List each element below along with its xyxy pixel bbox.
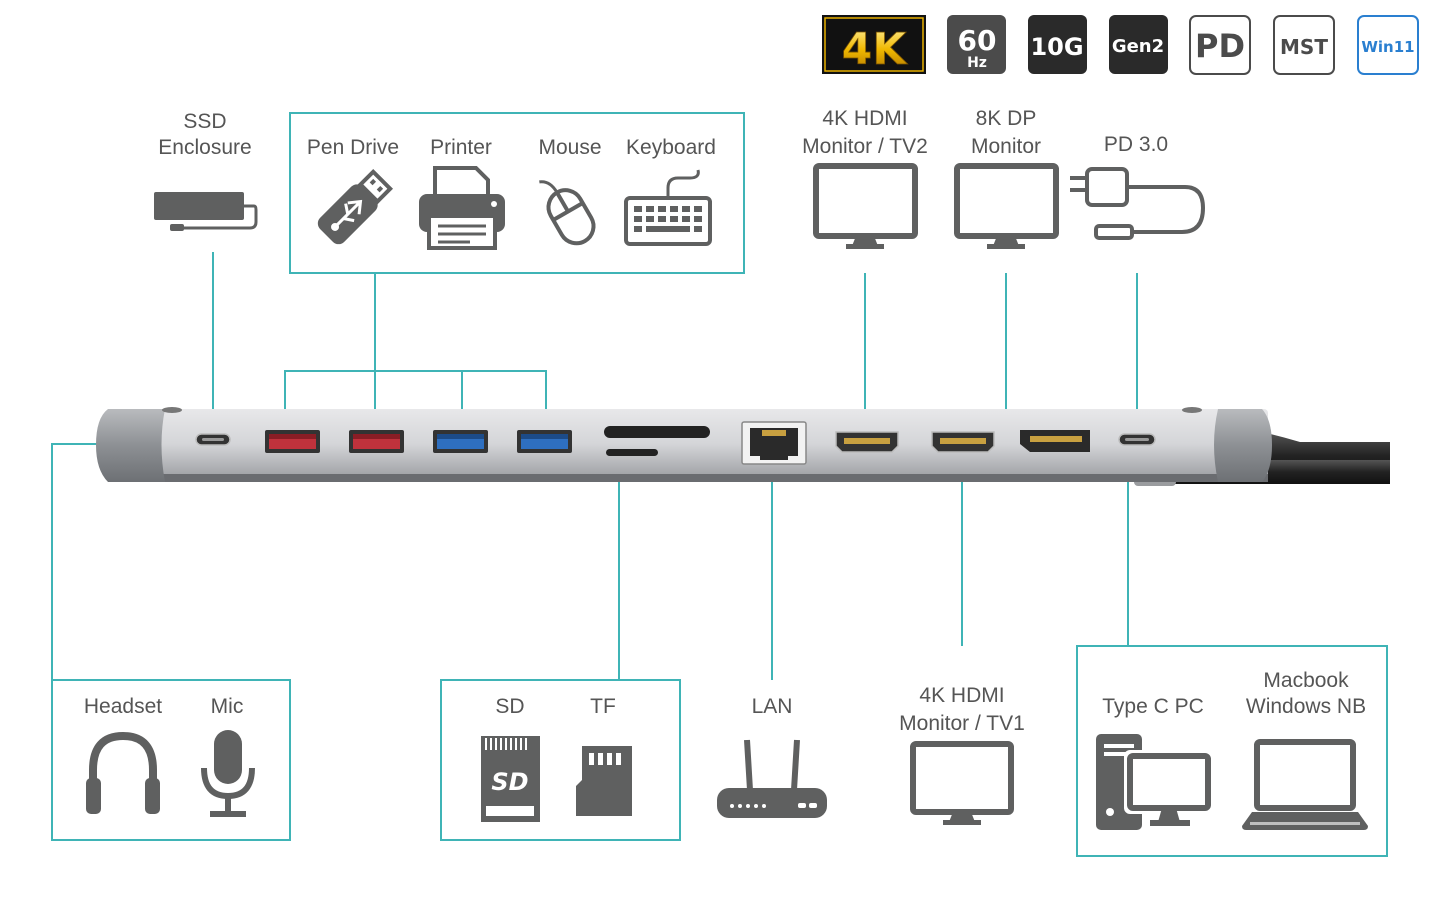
label-lan: LAN bbox=[752, 695, 793, 718]
badge-pd-text: PD bbox=[1195, 27, 1245, 65]
ssd-enclosure-icon bbox=[154, 192, 258, 231]
port-hdmi-tv2 bbox=[835, 431, 899, 453]
line-audio bbox=[51, 443, 98, 680]
monitor-tv2-icon bbox=[813, 163, 918, 249]
card-reader-group-box bbox=[440, 679, 681, 841]
port-usb2-a-2 bbox=[349, 430, 404, 453]
port-usb3-a-1 bbox=[433, 430, 488, 453]
badge-10g: 10G bbox=[1028, 15, 1087, 74]
label-keyboard: Keyboard bbox=[626, 136, 716, 159]
mouse-icon bbox=[539, 180, 596, 246]
label-pen-drive: Pen Drive bbox=[307, 136, 399, 159]
sd-card-icon: SD bbox=[481, 736, 540, 822]
label-hdmi-tv1-line1: 4K HDMI bbox=[919, 684, 1004, 707]
monitor-dp-icon bbox=[954, 163, 1059, 249]
label-hdmi-tv1-line2: Monitor / TV1 bbox=[899, 712, 1025, 735]
badge-gen2: Gen2 bbox=[1109, 15, 1168, 74]
port-displayport bbox=[1020, 430, 1090, 452]
port-card-reader bbox=[604, 426, 710, 456]
audio-group-box bbox=[51, 679, 291, 841]
badge-10g-text: 10G bbox=[1030, 33, 1083, 61]
label-tf: TF bbox=[590, 695, 616, 718]
port-hdmi-tv1 bbox=[931, 431, 995, 453]
badge-60hz-text: 60 bbox=[958, 24, 997, 57]
peripherals-group-box bbox=[289, 112, 745, 274]
label-dp-line2: Monitor bbox=[971, 135, 1041, 158]
headset-icon bbox=[86, 731, 160, 814]
label-headset: Headset bbox=[84, 695, 162, 718]
label-pd: PD 3.0 bbox=[1104, 133, 1168, 156]
badge-60hz: 60 Hz bbox=[947, 15, 1006, 74]
pd-charger-icon bbox=[1070, 167, 1206, 240]
port-usb-c-pd bbox=[1118, 433, 1156, 446]
laptop-icon bbox=[1242, 739, 1368, 830]
printer-icon bbox=[419, 166, 505, 250]
badge-win11-text: Win11 bbox=[1361, 38, 1414, 56]
label-macbook-line1: Macbook bbox=[1263, 669, 1349, 692]
badge-gen2-text: Gen2 bbox=[1112, 36, 1164, 57]
router-icon bbox=[717, 739, 827, 818]
label-mouse: Mouse bbox=[538, 136, 601, 159]
microphone-icon bbox=[201, 730, 255, 817]
badge-60hz-sub: Hz bbox=[967, 55, 987, 71]
usb-c-hub bbox=[96, 407, 1390, 486]
label-macbook-line2: Windows NB bbox=[1246, 695, 1366, 718]
port-rj45 bbox=[741, 421, 807, 465]
badge-4k: 4K bbox=[822, 15, 926, 75]
usb-pen-drive-icon bbox=[317, 168, 394, 245]
monitor-tv1-icon bbox=[910, 741, 1014, 825]
label-sd: SD bbox=[495, 695, 524, 718]
tf-card-icon bbox=[576, 746, 632, 816]
badge-4k-text: 4K bbox=[842, 24, 909, 75]
desktop-pc-icon bbox=[1096, 734, 1214, 830]
badge-pd: PD bbox=[1189, 15, 1251, 75]
keyboard-icon bbox=[624, 169, 712, 246]
label-dp-line1: 8K DP bbox=[976, 107, 1037, 130]
label-hdmi-tv2-line1: 4K HDMI bbox=[822, 107, 907, 130]
label-printer: Printer bbox=[430, 136, 492, 159]
badge-mst-text: MST bbox=[1280, 35, 1328, 59]
label-ssd-line1: SSD bbox=[183, 110, 226, 133]
label-mic: Mic bbox=[211, 695, 244, 718]
badge-mst: MST bbox=[1273, 15, 1335, 75]
badge-win11: Win11 bbox=[1357, 15, 1419, 75]
port-usb-c-ssd bbox=[195, 433, 231, 446]
host-group-box bbox=[1076, 645, 1388, 857]
label-ssd-line2: Enclosure bbox=[158, 136, 251, 159]
sd-card-icon-text: SD bbox=[491, 768, 528, 796]
port-usb3-a-2 bbox=[517, 430, 572, 453]
label-hdmi-tv2-line2: Monitor / TV2 bbox=[802, 135, 928, 158]
label-type-c-pc: Type C PC bbox=[1102, 695, 1204, 718]
port-usb2-a-1 bbox=[265, 430, 320, 453]
